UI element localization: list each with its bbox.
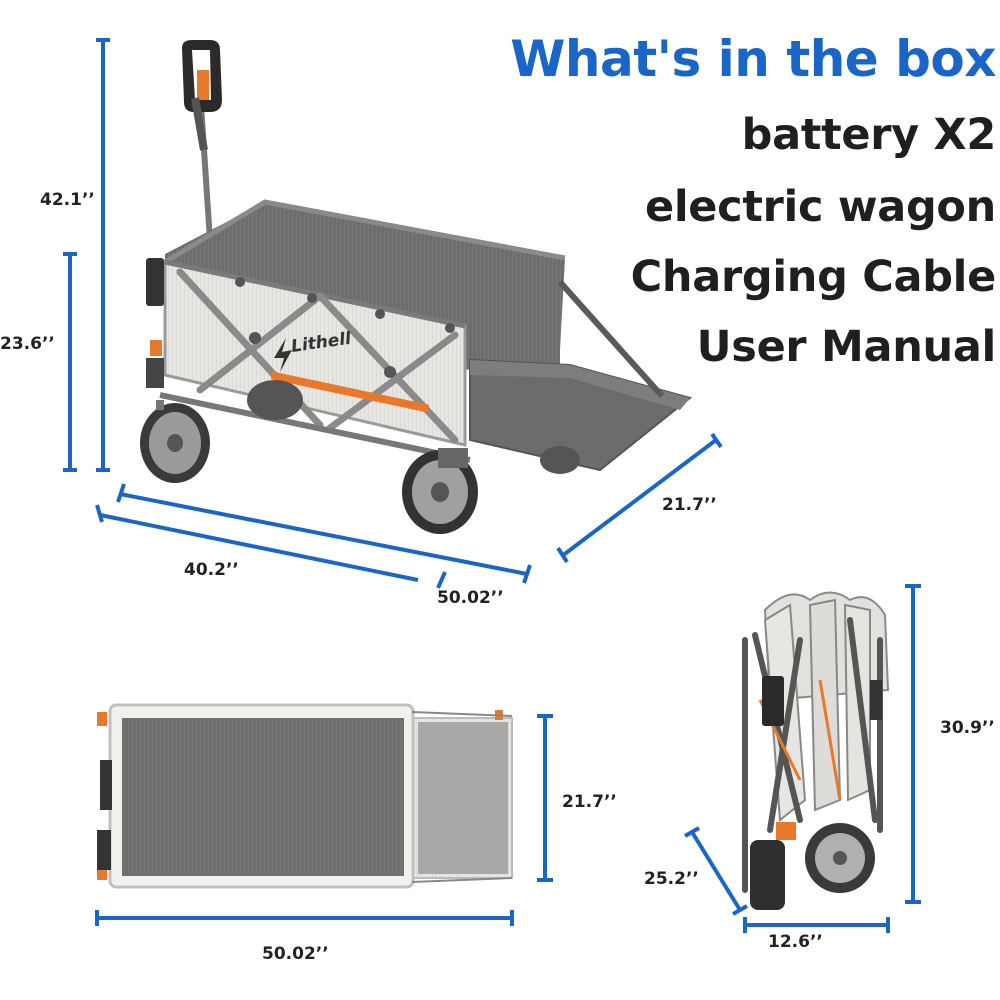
dimension-lines (63, 38, 921, 933)
dim-length-total: 50.02’’ (437, 588, 504, 608)
box-item-wagon: electric wagon (645, 182, 996, 232)
dim-top-width: 21.7’’ (562, 792, 617, 812)
dim-height-total: 42.1’’ (40, 190, 95, 210)
box-item-battery: battery X2 (741, 110, 997, 160)
dim-folded-height: 30.9’’ (940, 718, 995, 738)
dim-folded-width: 12.6’’ (768, 932, 823, 952)
wagon-main-view: Lithell (140, 40, 693, 534)
whats-in-box-title: What's in the box (510, 30, 996, 88)
box-item-cable: Charging Cable (630, 252, 997, 302)
dim-length-body: 40.2’’ (184, 560, 239, 580)
dim-folded-depth: 25.2’’ (644, 869, 699, 889)
dim-width-side: 21.7’’ (662, 495, 717, 515)
wheel-front-left (140, 400, 210, 483)
wheel-folded (805, 823, 875, 893)
dim-height-body: 23.6’’ (0, 334, 55, 354)
handle-orange-accent (197, 70, 209, 100)
wagon-top-view (97, 703, 513, 889)
wheel-front-right (402, 448, 478, 534)
box-item-manual: User Manual (696, 322, 997, 372)
wagon-folded-view (742, 591, 890, 910)
dim-top-length: 50.02’’ (262, 944, 329, 964)
